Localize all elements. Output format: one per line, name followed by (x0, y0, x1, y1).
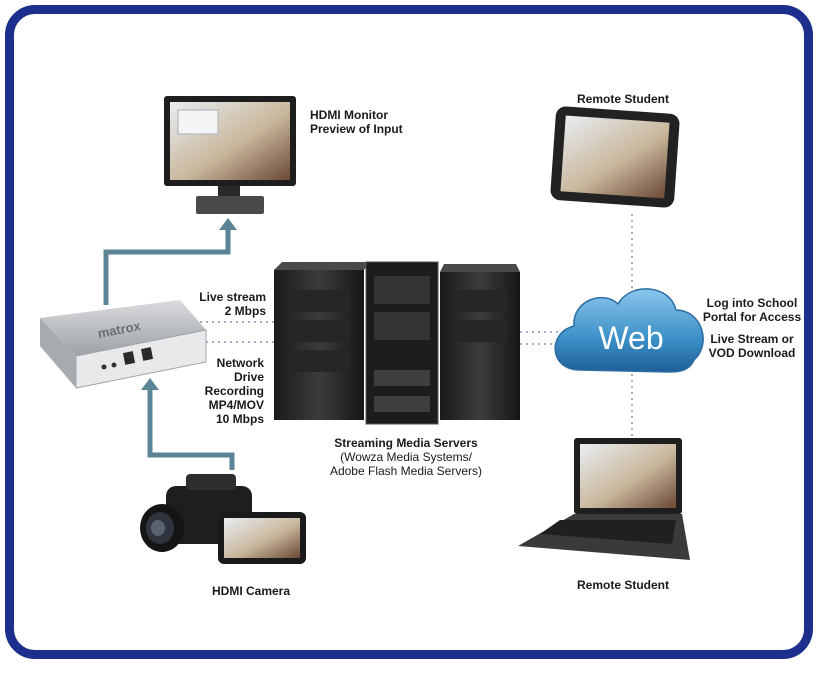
encoder-box-icon (40, 300, 207, 389)
hdmi-monitor-label: HDMI Monitor Preview of Input (310, 108, 403, 136)
network-links (200, 214, 633, 440)
streaming-servers-label: Streaming Media Servers (Wowza Media Sys… (329, 436, 483, 478)
laptop-icon (518, 438, 690, 560)
live-stream-label: Live stream 2 Mbps (199, 290, 266, 318)
portal-access-label: Log into School Portal for Access (702, 296, 802, 324)
web-cloud-icon (554, 288, 704, 373)
network-drive-label: Network Drive Recording MP4/MOV 10 Mbps (204, 356, 264, 426)
video-camera-icon (140, 474, 306, 564)
remote-student-top-label: Remote Student (576, 92, 669, 106)
desktop-monitor-icon (164, 96, 296, 214)
arrow-head-up-encoder (141, 378, 159, 390)
connection-arrows (103, 228, 235, 470)
remote-student-bottom-label: Remote Student (576, 578, 669, 592)
arrow-head-up-monitor (219, 218, 237, 230)
hdmi-camera-label: HDMI Camera (211, 584, 291, 598)
cloud-web-text: Web (598, 320, 663, 356)
tablet-icon (550, 106, 680, 208)
diagram-frame (5, 5, 813, 659)
server-towers-icon (274, 261, 520, 425)
live-vod-label: Live Stream or VOD Download (708, 332, 796, 360)
